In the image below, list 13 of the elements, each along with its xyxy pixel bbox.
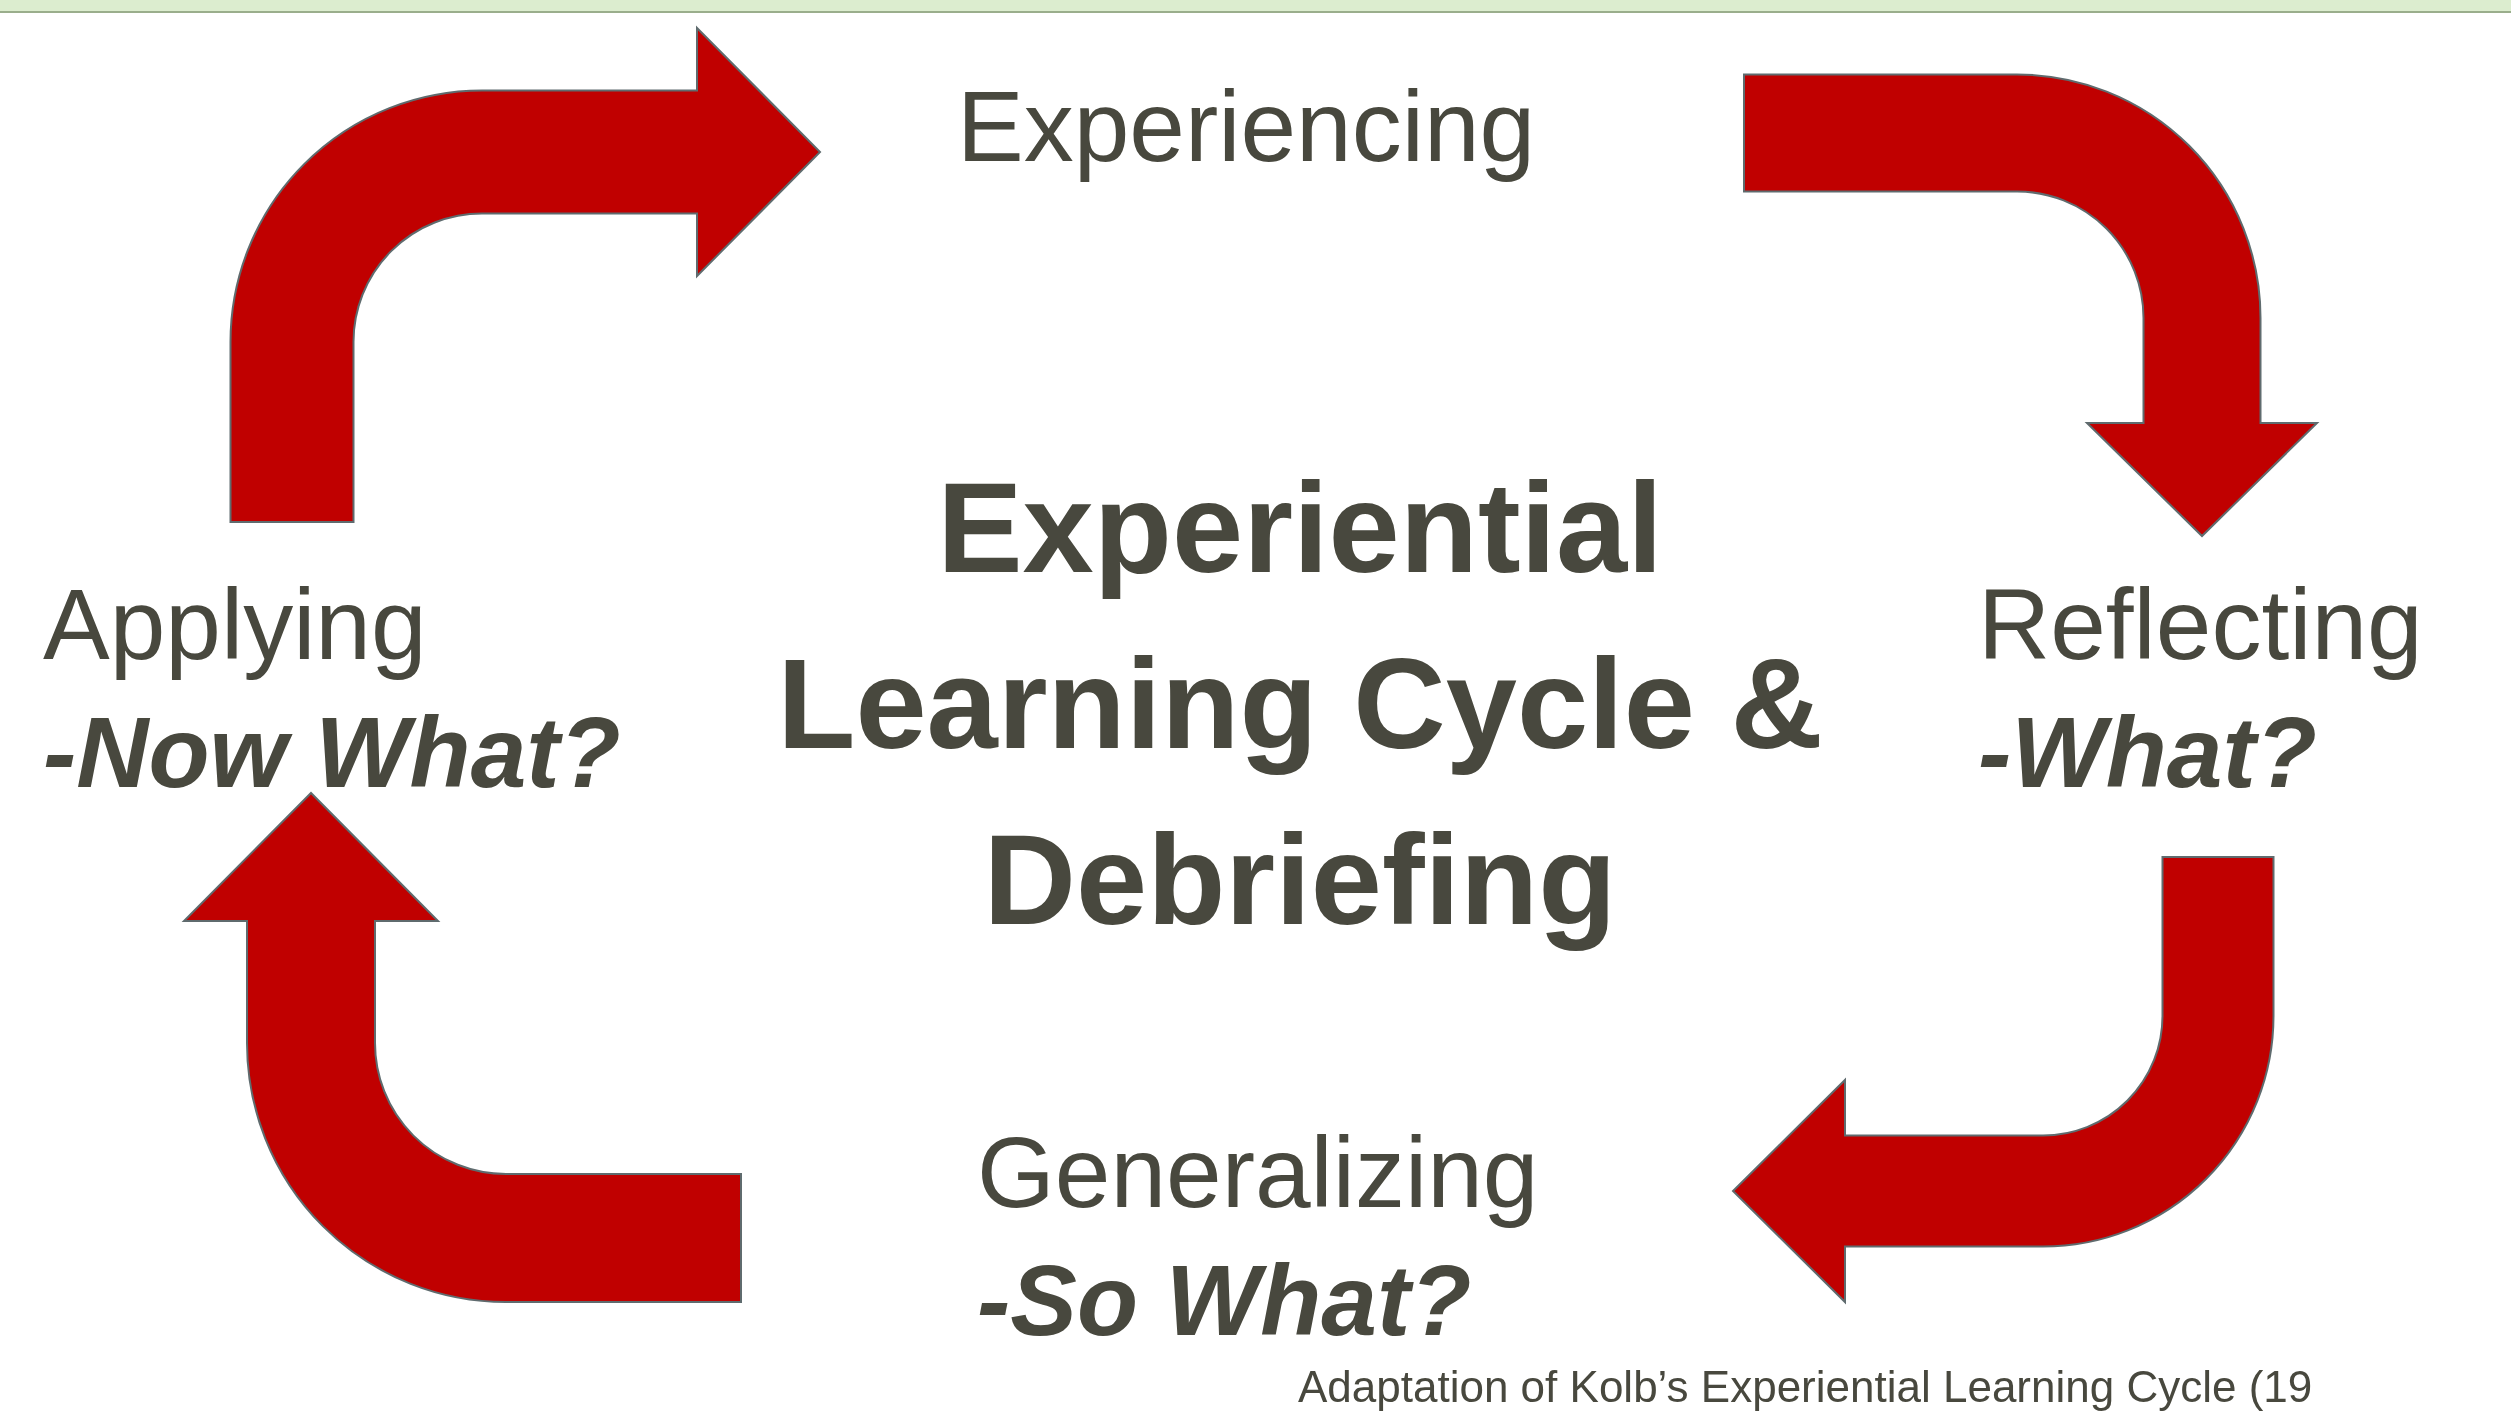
curved-arrow [229,27,821,523]
stage-label: Reflecting [1978,567,2423,682]
stage-label: Experiencing [957,69,1536,184]
stage-label: Generalizing [977,1115,1539,1230]
curved-arrow [183,792,742,1303]
question-text: -Now What? [43,695,621,810]
caption: Adaptation of Kolb’s Experiential Learning Cycle (19 [1298,1362,2313,1412]
curved-arrow [1732,856,2275,1303]
question-text: -What? [1978,695,2318,810]
diagram-title: Experiential Learning Cycle & Debriefing [776,455,1824,953]
question-text: -So What? [977,1243,1473,1358]
stage-label: Applying [43,567,428,682]
curved-arrow [1743,73,2318,537]
